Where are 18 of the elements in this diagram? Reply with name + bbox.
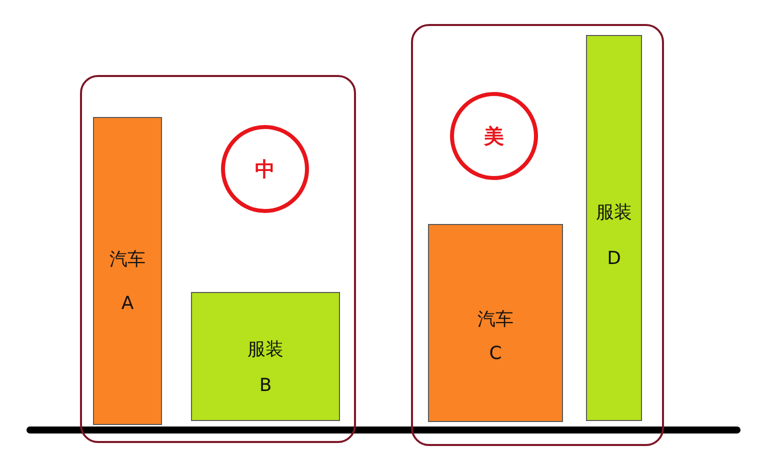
group-frame [411,24,664,446]
category-label: 汽车 [110,251,146,269]
circle-text: 美 [484,122,504,150]
group-frame [80,75,356,443]
letter-label: A [121,295,134,313]
category-label: 服装 [248,341,284,359]
circle-text: 中 [255,156,275,182]
bar [191,292,340,421]
bar [586,35,642,421]
circle-label [221,125,309,213]
letter-label: B [259,377,272,395]
circle-label [450,92,538,180]
bar [428,224,563,422]
bar [93,117,162,425]
letter-label: D [607,250,621,268]
letter-label: C [489,345,502,363]
category-label: 汽车 [478,311,514,329]
category-label: 服装 [596,204,632,222]
